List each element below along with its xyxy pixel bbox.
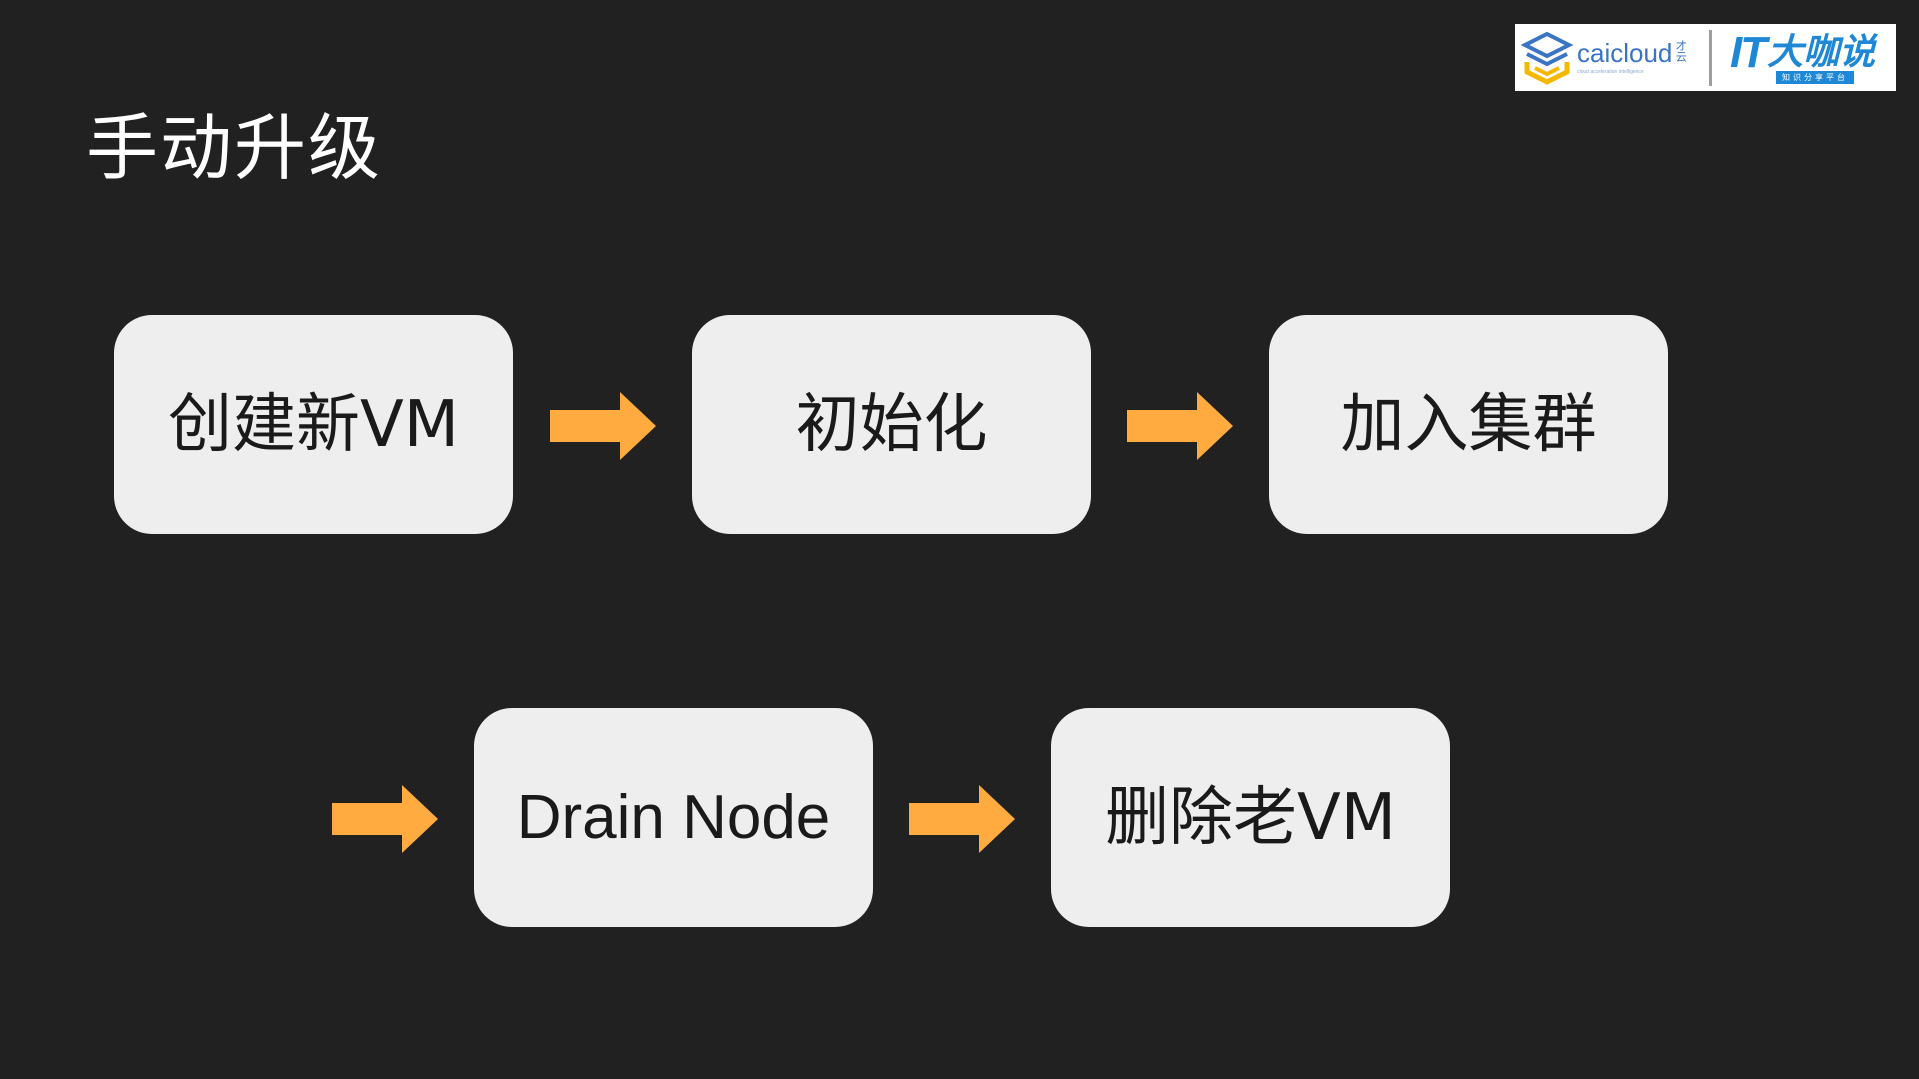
step-label: 创建新VM [168,387,459,462]
sponsor-logo-banner: caicloud 才云 cloud acceleration intellige… [1515,24,1896,91]
step-label: 加入集群 [1340,387,1597,462]
step-label: 初始化 [795,387,988,462]
it-tagline: 知识分享平台 [1776,71,1854,84]
right-arrow-icon [1127,392,1233,460]
logo-divider [1709,29,1712,86]
right-arrow-icon [332,785,438,853]
caicloud-cube-icon [1521,31,1573,85]
right-arrow-icon [550,392,656,460]
step-box-delete-old-vm: 删除老VM [1051,708,1450,927]
it-dakashuo-logo: IT 大咖说 知识分享平台 [1712,24,1875,91]
it-wordmark: IT [1730,28,1767,77]
caicloud-chinese-name: 才云 [1674,40,1688,62]
caicloud-wordmark: caicloud [1577,38,1673,68]
step-box-initialize: 初始化 [692,315,1091,534]
caicloud-tagline: cloud acceleration intelligence [1577,69,1644,75]
step-label: Drain Node [516,782,831,852]
it-chinese-name: 大咖说 [1767,32,1876,73]
step-box-drain-node: Drain Node [474,708,873,927]
step-label: 删除老VM [1105,780,1396,855]
step-box-create-vm: 创建新VM [114,315,513,534]
caicloud-logo: caicloud 才云 cloud acceleration intellige… [1515,24,1709,91]
right-arrow-icon [909,785,1015,853]
step-box-join-cluster: 加入集群 [1269,315,1668,534]
slide-title: 手动升级 [86,106,383,190]
